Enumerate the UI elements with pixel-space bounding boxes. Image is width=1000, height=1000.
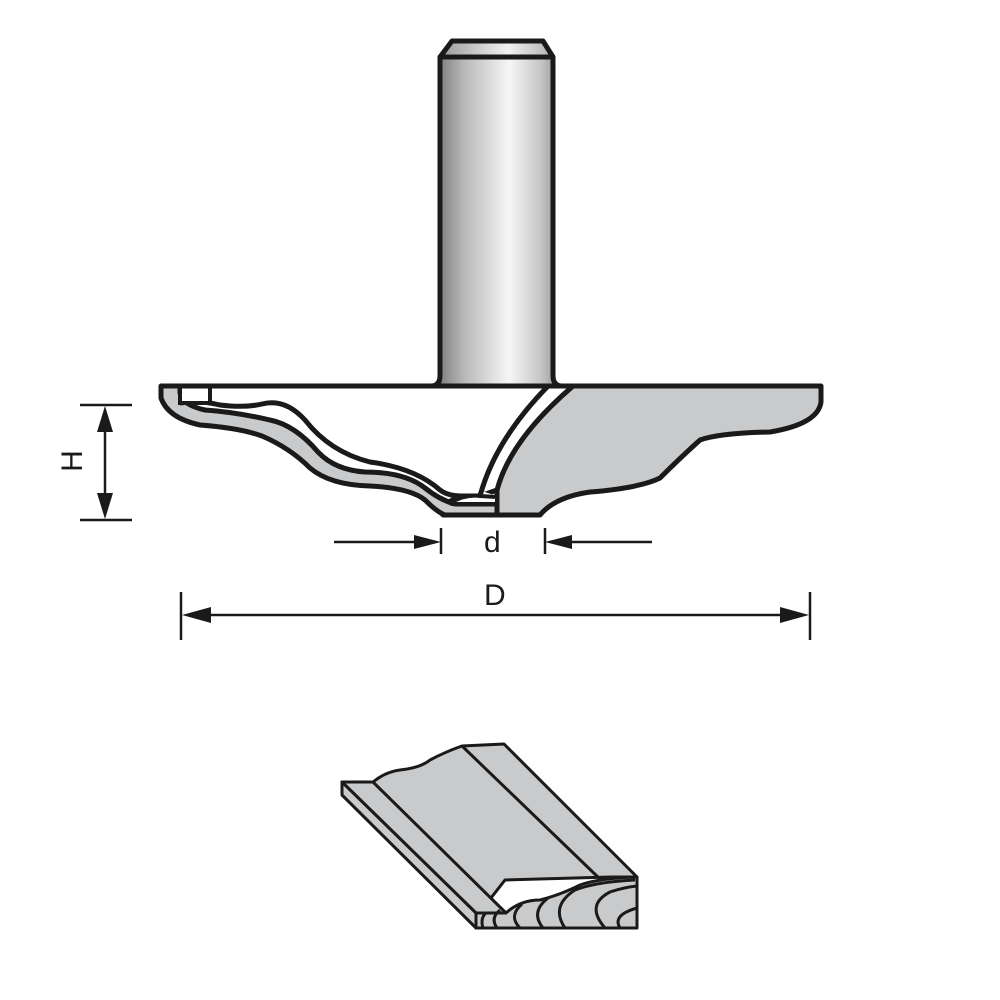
shank-cylinder [429, 54, 564, 389]
dimension-d [334, 528, 652, 554]
molding-top-face [340, 742, 639, 914]
label-bearing-diameter: d [484, 526, 501, 559]
bearing-tip [445, 493, 499, 506]
arrow-left-icon [545, 535, 572, 549]
cutter-profile-left [158, 383, 551, 518]
arrow-left-icon [182, 607, 211, 623]
label-overall-diameter: D [484, 579, 506, 612]
dimension-H [80, 403, 132, 522]
molding-workpiece [340, 742, 639, 930]
shank [429, 38, 564, 389]
label-cutting-height: H [55, 450, 89, 472]
wood-grain [480, 878, 638, 930]
profile-notch [178, 386, 212, 405]
arrow-right-icon [414, 535, 441, 549]
arrow-down-icon [97, 493, 113, 519]
dimension-D [179, 592, 812, 640]
arrow-right-icon [780, 607, 809, 623]
arrow-up-icon [97, 406, 113, 432]
profile-inner-line [179, 399, 463, 499]
